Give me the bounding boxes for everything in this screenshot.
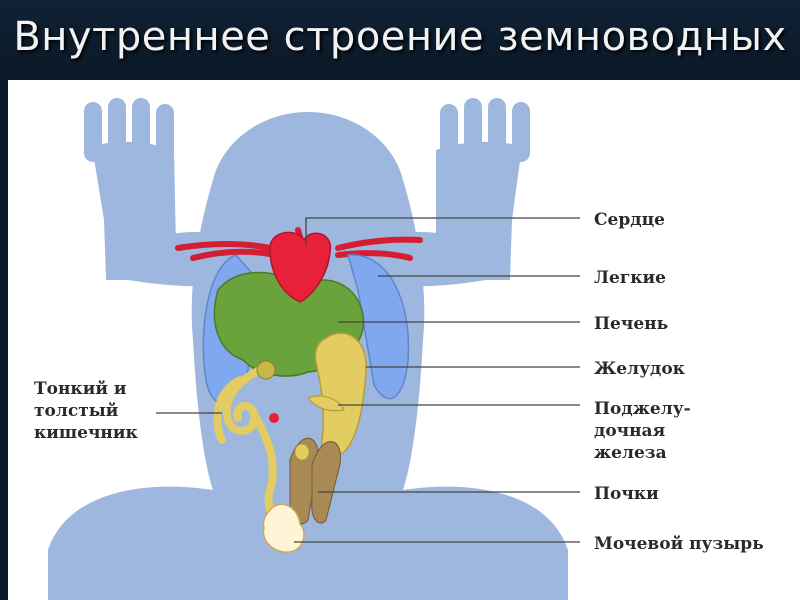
title-bar: Внутреннее строение земноводных: [0, 0, 800, 80]
label-heart: Сердце: [594, 210, 665, 230]
label-intestine-line2: толстый: [34, 401, 119, 421]
label-pancreas: Поджелу- дочная железа: [594, 398, 691, 464]
label-liver: Печень: [594, 314, 669, 334]
leader-lines: [156, 217, 580, 543]
label-stomach: Желудок: [594, 359, 685, 379]
frog-anatomy-diagram: [48, 98, 580, 600]
slide-content: Сердце Легкие Печень Желудок Поджелу- до…: [8, 80, 800, 600]
kidney-gland: [294, 443, 310, 461]
pancreas: [307, 395, 345, 412]
label-kidneys: Почки: [594, 484, 659, 504]
kidneys: [289, 437, 342, 525]
label-pancreas-line2: дочная: [594, 421, 666, 441]
label-lungs: Легкие: [594, 268, 666, 288]
label-pancreas-line1: Поджелу-: [594, 399, 691, 419]
label-pancreas-line3: железа: [594, 443, 667, 463]
gall-bladder: [256, 360, 276, 380]
slide-title: Внутреннее строение земноводных: [13, 14, 787, 60]
urinary-bladder: [262, 503, 305, 553]
label-intestine-line1: Тонкий и: [34, 379, 127, 399]
label-intestine: Тонкий и толстый кишечник: [34, 378, 138, 444]
label-intestine-line3: кишечник: [34, 423, 138, 443]
spleen: [269, 413, 279, 423]
label-bladder: Мочевой пузырь: [594, 534, 764, 554]
heart: [269, 231, 332, 303]
leader-heart: [305, 217, 580, 245]
